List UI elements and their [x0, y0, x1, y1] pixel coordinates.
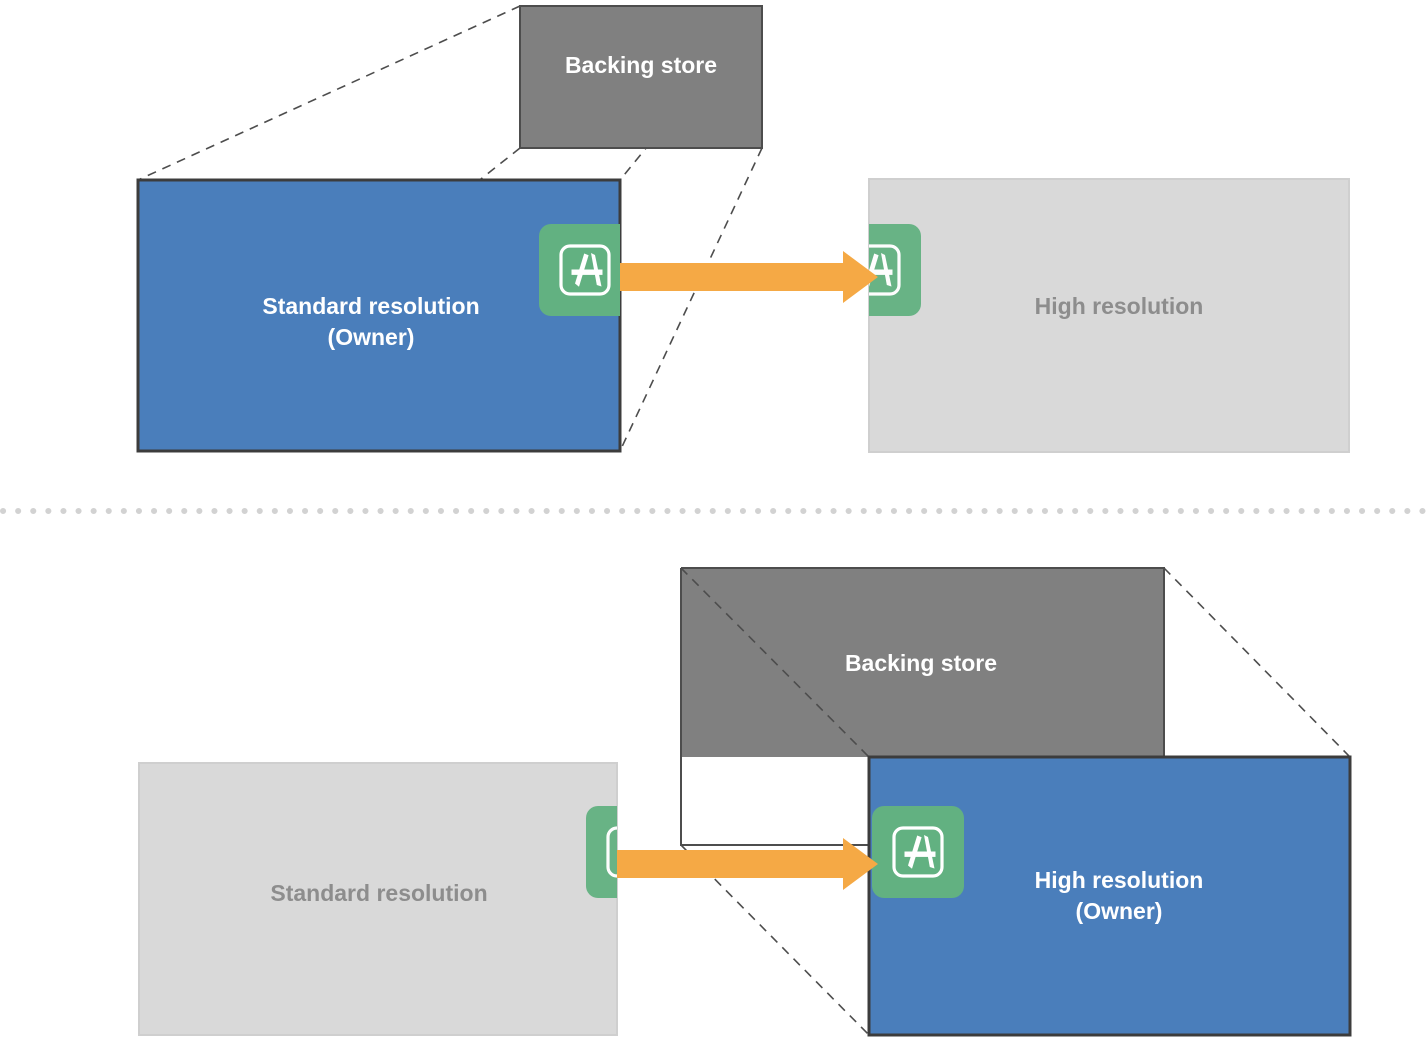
- high-resolution-bottom-label-line2: (Owner): [1076, 898, 1163, 924]
- perspective-line-bottom-botleft: [680, 844, 870, 1036]
- high-resolution-box-top[interactable]: High resolution: [829, 178, 1350, 453]
- perspective-line-bottom-right: [619, 147, 763, 452]
- perspective-line-top-left: [137, 5, 521, 181]
- standard-resolution-box-bottom[interactable]: Standard resolution: [138, 762, 678, 1036]
- high-resolution-box-bottom[interactable]: High resolution (Owner): [867, 755, 1352, 1037]
- perspective-line-bottom-topright: [1163, 567, 1351, 758]
- standard-resolution-bottom-label-line1: Standard resolution: [270, 880, 487, 906]
- backing-store-top: Backing store: [519, 5, 763, 149]
- high-resolution-top-label-line1: High resolution: [1035, 293, 1204, 319]
- app-store-icon-target-bottom: [872, 806, 964, 898]
- backing-store-top-label: Backing store: [565, 52, 717, 78]
- transfer-arrow-top-shape: [620, 251, 878, 303]
- backing-store-top-rect: [519, 5, 763, 149]
- high-resolution-top-rect[interactable]: [868, 178, 1350, 453]
- backing-store-bottom-label: Backing store: [845, 650, 997, 676]
- transfer-arrow-top: [620, 251, 878, 303]
- panel-bottom: Backing store Standard resolution High r…: [138, 567, 1352, 1037]
- panel-top: Backing store Standard resolution (Owner…: [136, 5, 1350, 453]
- standard-resolution-box-top[interactable]: Standard resolution (Owner): [136, 178, 631, 453]
- transfer-arrow-bottom-shape: [617, 838, 878, 890]
- high-resolution-bottom-label-line1: High resolution: [1035, 867, 1204, 893]
- standard-resolution-top-rect[interactable]: [136, 178, 622, 453]
- perspective-line-bottom-topleft: [680, 567, 870, 758]
- standard-resolution-top-label-line1: Standard resolution: [262, 293, 479, 319]
- standard-resolution-top-label-line2: (Owner): [328, 324, 415, 350]
- standard-resolution-bottom-rect[interactable]: [138, 762, 618, 1036]
- transfer-arrow-bottom: [617, 838, 878, 890]
- app-store-icon-source-top: [539, 224, 620, 316]
